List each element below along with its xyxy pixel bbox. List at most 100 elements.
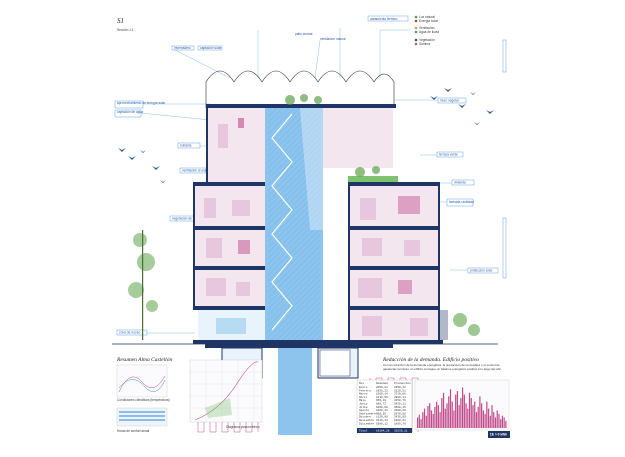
right-annotation: fachada ventilada xyxy=(449,200,474,204)
legend: aislamiento térmico Luz natural Energía … xyxy=(367,15,439,46)
chart-bar xyxy=(463,394,465,428)
chart-bar xyxy=(432,413,434,428)
top-annotation: captación solar xyxy=(200,46,222,50)
chart-bar xyxy=(474,401,476,428)
right-annotation: vivienda xyxy=(454,181,466,185)
production-cell: 2120,51 xyxy=(394,389,406,392)
demand-cell: 1210,55 xyxy=(376,396,388,399)
chart-bar xyxy=(462,387,464,428)
production-cell: 3420,11 xyxy=(394,403,406,406)
production-cell: 2870,66 xyxy=(394,412,406,415)
left-block xyxy=(193,108,393,344)
chart-bar xyxy=(470,398,472,428)
top-annotation: ventilación natural xyxy=(320,37,346,41)
month-cell: Octubre xyxy=(359,415,371,419)
chart-bar xyxy=(475,412,478,428)
chart-bar xyxy=(498,413,500,428)
chart-bar xyxy=(501,415,504,428)
chart-bar xyxy=(477,406,479,428)
left-annotation: ventilación cruzada xyxy=(182,169,210,173)
demand-title: Reducción de la demanda. Edificio positi… xyxy=(382,356,479,363)
roof-slab xyxy=(206,104,396,108)
demand-cell: 1610,33 xyxy=(376,419,388,422)
demand-cell: 1850,22 xyxy=(376,389,388,392)
production-cell: 2430,09 xyxy=(394,416,406,419)
right-annotation: terraza verde xyxy=(439,153,458,157)
chart-bar xyxy=(446,403,448,428)
chart-bar xyxy=(439,412,441,428)
top-annotations: invernadero captación solar ventilación … xyxy=(171,28,381,79)
chart-bar xyxy=(503,417,505,428)
right-annotation: muro vegetal xyxy=(440,99,459,103)
chart-bar xyxy=(458,405,460,428)
chart-bar xyxy=(418,414,420,428)
month-cell: Mayo xyxy=(359,399,366,402)
month-cell: Marzo xyxy=(359,393,368,396)
demand-cell: 1050,60 xyxy=(376,406,388,409)
energy-chart xyxy=(414,379,510,431)
top-annotation: invernadero xyxy=(174,46,191,50)
chart-bar xyxy=(479,396,481,428)
demand-cell: 950,31 xyxy=(376,399,386,402)
chart-bar xyxy=(425,415,427,428)
month-cell: Septiembre xyxy=(359,411,376,415)
production-cell: 2710,86 xyxy=(394,393,406,396)
demand-panel: Reducción de la demanda. Edificio positi… xyxy=(356,356,510,438)
summary-caption-mid: Diagrama psicrométrico xyxy=(226,425,260,429)
chart-bar xyxy=(442,392,445,428)
chart-bar xyxy=(482,410,484,428)
right-block xyxy=(323,108,443,344)
sheet-code: S1 xyxy=(117,17,124,25)
chart-bar xyxy=(417,417,419,428)
table-header: Demanda xyxy=(376,381,388,385)
month-cell: Agosto xyxy=(359,409,369,412)
chart-bar xyxy=(436,401,438,428)
chart-bar xyxy=(423,408,426,428)
right-annotations: terraza verde vivienda fachada ventilada… xyxy=(395,39,507,279)
production-cell: 1950,22 xyxy=(394,386,406,389)
month-cell: Enero xyxy=(359,386,368,389)
chart-bar xyxy=(427,406,429,428)
summary-caption-bottom: Horas de confort anual xyxy=(117,429,150,433)
left-annotation: zona de recreo xyxy=(119,331,140,335)
legend-item: Ventilación xyxy=(419,26,435,30)
demand-cell: 1120,80 xyxy=(376,416,388,419)
legend-item: Agua de lluvia xyxy=(419,30,439,34)
month-cell: Julio xyxy=(359,405,368,409)
stair xyxy=(271,113,293,331)
chart-bar xyxy=(496,410,498,428)
chart-bar xyxy=(487,408,490,428)
chart-bar xyxy=(493,412,495,428)
chart-bar xyxy=(491,405,493,428)
right-annotation: protección solar xyxy=(470,269,493,273)
atrium-well xyxy=(278,340,312,435)
chart-bar xyxy=(505,420,507,428)
chart-bar xyxy=(456,391,459,428)
chart-bar xyxy=(449,389,452,428)
chart-bar xyxy=(460,398,462,428)
chart-bar xyxy=(481,403,483,428)
legend-item: Vegetación xyxy=(419,38,435,42)
birds xyxy=(118,88,494,183)
month-cell: Noviembre xyxy=(359,418,374,422)
production-cell: 3250,76 xyxy=(394,399,406,402)
demand-cell: 1980,12 xyxy=(376,422,388,425)
table-total-demand: 16184,26 xyxy=(376,430,390,433)
production-cell: 2980,14 xyxy=(394,396,406,399)
table-header: Mes xyxy=(359,382,364,385)
production-cell: 3390,20 xyxy=(394,409,406,412)
chart-bar xyxy=(472,405,474,428)
chart-bar xyxy=(448,396,450,428)
chart-bar xyxy=(486,401,488,428)
greenhouse-roof xyxy=(205,70,395,108)
legend-item: Luz natural xyxy=(419,15,435,19)
summary-panel: Resumen Alma Castellón Condiciones climá… xyxy=(116,357,263,433)
month-cell: Junio xyxy=(359,402,368,406)
chart-bar xyxy=(455,394,457,428)
chart-bar xyxy=(465,403,467,428)
demand-cell: 1020,41 xyxy=(376,409,388,412)
summary-caption-left: Condiciones climáticas (temperatura) xyxy=(117,398,170,402)
chart-bar xyxy=(453,410,455,428)
